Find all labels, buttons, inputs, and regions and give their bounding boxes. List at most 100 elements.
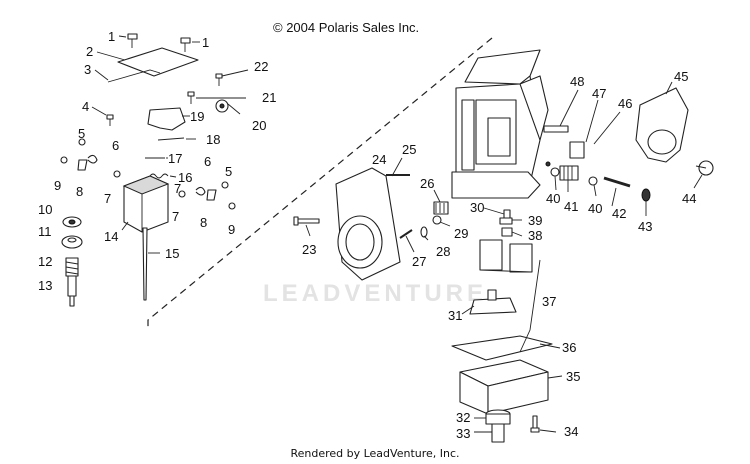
washer-part-29[interactable] bbox=[432, 215, 442, 225]
callout-8a: 8 bbox=[76, 184, 83, 199]
screw-part-1b[interactable] bbox=[180, 37, 191, 52]
copyright-text: © 2004 Polaris Sales Inc. bbox=[273, 20, 420, 35]
plunger-part-13[interactable] bbox=[67, 275, 77, 307]
screw-part-48[interactable] bbox=[543, 125, 569, 133]
callout-36: 36 bbox=[562, 340, 576, 355]
callout-8b: 8 bbox=[200, 215, 207, 230]
screw-part-44[interactable] bbox=[695, 160, 714, 176]
washer-part-7a[interactable] bbox=[113, 170, 121, 178]
rod-part-42[interactable] bbox=[603, 176, 631, 188]
seal-part-47[interactable] bbox=[545, 161, 551, 167]
screw-part-4[interactable] bbox=[106, 114, 114, 126]
right-leader-lines bbox=[305, 81, 703, 433]
callout-11: 11 bbox=[38, 224, 52, 239]
cap-part-43[interactable] bbox=[641, 188, 651, 202]
float-assembly[interactable] bbox=[479, 239, 533, 273]
callout-25: 25 bbox=[402, 142, 416, 157]
gasket-part-36[interactable] bbox=[451, 335, 553, 361]
callout-44: 44 bbox=[682, 191, 696, 206]
callout-31: 31 bbox=[448, 308, 462, 323]
callout-20: 20 bbox=[252, 118, 266, 133]
gasket-part-3[interactable] bbox=[107, 69, 161, 83]
float-bowl-part-35[interactable] bbox=[459, 359, 549, 415]
washer-part-7b[interactable] bbox=[178, 190, 186, 198]
intake-flange-part-24[interactable] bbox=[335, 167, 401, 281]
spring-part-41[interactable] bbox=[559, 165, 579, 181]
callout-43: 43 bbox=[638, 219, 652, 234]
screw-part-21[interactable] bbox=[187, 91, 195, 104]
washer-part-9a[interactable] bbox=[60, 156, 68, 164]
callout-46: 46 bbox=[618, 96, 632, 111]
screw-part-34[interactable] bbox=[530, 415, 540, 433]
callout-14: 14 bbox=[104, 229, 118, 244]
callout-39: 39 bbox=[528, 213, 542, 228]
clip-part-6a[interactable] bbox=[87, 154, 98, 164]
callout-1a: 1 bbox=[108, 29, 115, 44]
callout-19: 19 bbox=[190, 109, 204, 124]
callout-40b: 40 bbox=[588, 201, 602, 216]
callout-48: 48 bbox=[570, 74, 584, 89]
drain-plug-part-32[interactable] bbox=[485, 409, 511, 425]
nut-part-20[interactable] bbox=[215, 99, 229, 113]
screw-part-22[interactable] bbox=[215, 73, 223, 86]
spring-part-16[interactable] bbox=[149, 173, 169, 179]
seal-part-28[interactable] bbox=[420, 226, 428, 238]
callout-12: 12 bbox=[38, 254, 52, 269]
callout-15: 15 bbox=[165, 246, 179, 261]
callout-35: 35 bbox=[566, 369, 580, 384]
callout-29: 29 bbox=[454, 226, 468, 241]
bracket-part-8a[interactable] bbox=[77, 159, 88, 171]
callout-labels: 1 1 2 3 4 5 5 6 6 7 7 7 8 8 9 9 10 11 12… bbox=[38, 29, 696, 441]
callout-10: 10 bbox=[38, 202, 52, 217]
callout-13: 13 bbox=[38, 278, 52, 293]
plunger-part-46[interactable] bbox=[569, 141, 585, 159]
needle-part-15[interactable] bbox=[142, 227, 148, 301]
footer-text: Rendered by LeadVenture, Inc. bbox=[290, 447, 460, 460]
choke-cover-part-45[interactable] bbox=[635, 87, 689, 163]
callout-41: 41 bbox=[564, 199, 578, 214]
callout-2: 2 bbox=[86, 44, 93, 59]
callout-27: 27 bbox=[412, 254, 426, 269]
callout-9b: 9 bbox=[228, 222, 235, 237]
jet-holder-part-39[interactable] bbox=[499, 217, 513, 225]
callout-32: 32 bbox=[456, 410, 470, 425]
screw-part-1a[interactable] bbox=[127, 33, 138, 48]
callout-1b: 1 bbox=[202, 35, 209, 50]
callout-7a: 7 bbox=[104, 191, 111, 206]
callout-16: 16 bbox=[178, 170, 192, 185]
spring-part-26[interactable] bbox=[433, 201, 449, 215]
washer-part-5a[interactable] bbox=[78, 138, 86, 146]
spring-part-12[interactable] bbox=[65, 257, 79, 277]
separation-dashed-line bbox=[147, 37, 493, 330]
washer-part-5b[interactable] bbox=[221, 181, 229, 189]
bracket-part-8b[interactable] bbox=[206, 189, 217, 201]
washer-part-40b[interactable] bbox=[588, 176, 598, 186]
nut-part-10[interactable] bbox=[62, 216, 82, 228]
clip-part-27[interactable] bbox=[399, 229, 413, 239]
carburetor-body[interactable] bbox=[451, 49, 549, 199]
callout-34: 34 bbox=[564, 424, 578, 439]
callout-28: 28 bbox=[436, 244, 450, 259]
callout-22: 22 bbox=[254, 59, 268, 74]
callout-23: 23 bbox=[302, 242, 316, 257]
cover-plate-part-2[interactable] bbox=[117, 47, 199, 77]
ring-part-11[interactable] bbox=[61, 235, 83, 249]
callout-6b: 6 bbox=[204, 154, 211, 169]
callout-7c: 7 bbox=[174, 181, 181, 196]
callout-45: 45 bbox=[674, 69, 688, 84]
callout-30: 30 bbox=[470, 200, 484, 215]
bolt-part-23[interactable] bbox=[293, 216, 320, 226]
washer-part-40a[interactable] bbox=[550, 167, 560, 177]
callout-5a: 5 bbox=[78, 126, 85, 141]
throttle-slide-part-14[interactable] bbox=[122, 175, 170, 233]
clip-part-18[interactable] bbox=[157, 137, 185, 141]
assembly-bracket-37 bbox=[519, 259, 541, 353]
jet-part-38[interactable] bbox=[501, 227, 513, 237]
float-pin-part-31[interactable] bbox=[469, 289, 517, 315]
cap-part-19[interactable] bbox=[147, 107, 186, 131]
clip-part-6b[interactable] bbox=[195, 186, 206, 196]
callout-42: 42 bbox=[612, 206, 626, 221]
drain-screw-part-33[interactable] bbox=[491, 423, 505, 443]
washer-part-9b[interactable] bbox=[228, 202, 236, 210]
